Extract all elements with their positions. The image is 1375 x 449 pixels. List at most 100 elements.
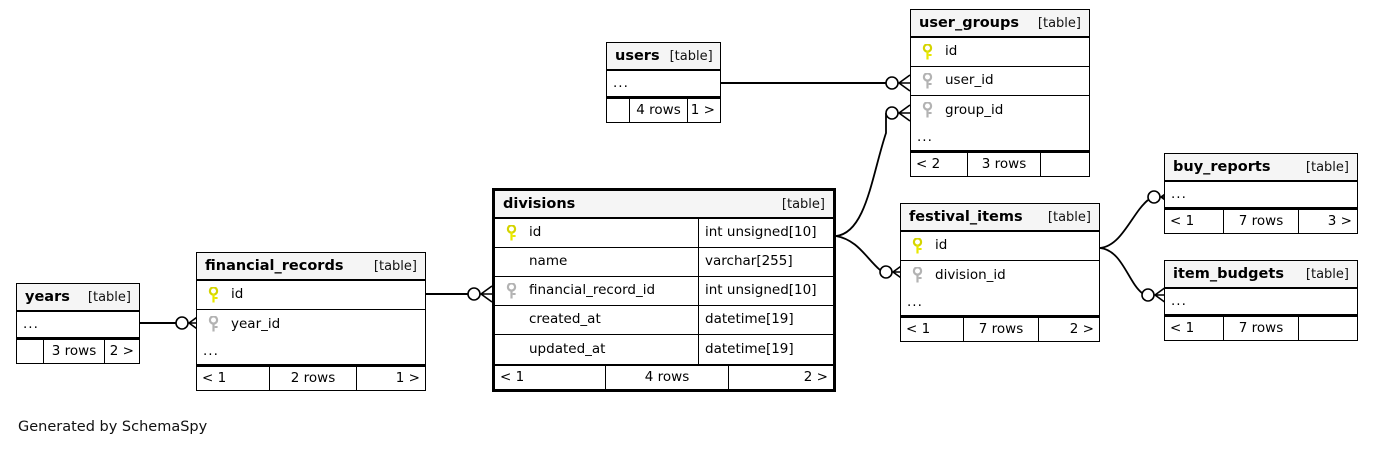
column-row[interactable]: financial_record_id int unsigned[10] (495, 277, 833, 306)
table-festival-items[interactable]: festival_items [table] id division_id (900, 203, 1100, 342)
footer-row-count: 7 rows (1223, 210, 1299, 233)
footer-children-count[interactable]: 1 > (690, 101, 715, 118)
column-name-cell: name (495, 255, 698, 269)
column-name-cell: id (911, 43, 1089, 61)
primary-key-icon (907, 237, 927, 255)
column-type: datetime[19] (698, 335, 833, 364)
edge-divisions-user-groups (835, 104, 911, 237)
footer-parents-count[interactable]: < 1 (1170, 319, 1195, 336)
generator-credit: Generated by SchemaSpy (18, 419, 208, 435)
column-name-cell: created_at (495, 313, 698, 327)
column-name-cell: group_id (911, 102, 1089, 119)
column-label: group_id (945, 102, 1004, 118)
foreign-key-icon (917, 72, 937, 90)
column-label: id (529, 224, 542, 241)
column-name-cell: user_id (911, 72, 1089, 90)
footer-parents-count[interactable]: < 1 (906, 320, 931, 337)
table-buy-reports[interactable]: buy_reports [table] ... < 1 7 rows 3 > (1164, 153, 1358, 234)
footer-parents-count[interactable]: < 1 (202, 369, 227, 386)
column-name-cell: year_id (197, 316, 425, 333)
table-footer: < 2 3 rows (911, 151, 1089, 176)
column-row[interactable]: created_at datetime[19] (495, 306, 833, 335)
primary-key-icon (203, 286, 223, 304)
column-label: user_id (945, 72, 994, 89)
column-type: int unsigned[10] (698, 277, 833, 305)
edge-festival-items-item-budgets (1099, 247, 1167, 304)
more-columns-indicator: ... (1165, 182, 1357, 208)
table-title: divisions (503, 195, 576, 212)
footer-parents-count[interactable] (607, 99, 629, 122)
column-name-cell: division_id (901, 267, 1099, 284)
footer-parents-count[interactable]: < 1 (1170, 212, 1195, 229)
table-header: user_groups [table] (911, 10, 1089, 38)
footer-children-count[interactable] (1299, 317, 1357, 340)
column-row[interactable]: division_id (901, 261, 1099, 290)
column-name-cell: id (495, 224, 698, 242)
footer-parents-count[interactable]: < 1 (500, 368, 525, 385)
foreign-key-icon (203, 316, 223, 333)
more-columns-indicator: ... (197, 339, 425, 365)
column-label: id (935, 237, 948, 254)
column-label: id (231, 286, 244, 303)
column-list: id int unsigned[10] name varchar[255] fi… (495, 219, 833, 364)
footer-parents-count[interactable] (17, 340, 43, 363)
column-row[interactable]: year_id (197, 310, 425, 339)
column-row[interactable]: group_id (911, 96, 1089, 125)
column-name-cell: financial_record_id (495, 282, 698, 300)
column-row[interactable]: id (911, 38, 1089, 67)
table-title: festival_items (909, 208, 1023, 225)
footer-parents-count[interactable]: < 2 (916, 155, 941, 172)
table-item-budgets[interactable]: item_budgets [table] ... < 1 7 rows (1164, 260, 1358, 341)
column-row[interactable]: id int unsigned[10] (495, 219, 833, 248)
column-row[interactable]: user_id (911, 67, 1089, 96)
column-type: int unsigned[10] (698, 219, 833, 247)
table-footer: < 1 4 rows 2 > (495, 364, 833, 389)
table-years[interactable]: years [table] ... 3 rows 2 > (16, 283, 140, 364)
column-row[interactable]: id (197, 281, 425, 310)
edge-years-financial-records (139, 314, 201, 332)
column-label: name (529, 255, 568, 269)
table-header: buy_reports [table] (1165, 154, 1357, 182)
footer-children-count[interactable]: 2 > (109, 342, 134, 359)
table-header: festival_items [table] (901, 204, 1099, 232)
table-header: item_budgets [table] (1165, 261, 1357, 289)
footer-children-count[interactable] (1041, 153, 1089, 176)
table-title: buy_reports (1173, 158, 1271, 175)
column-type: datetime[19] (698, 306, 833, 334)
table-footer: 4 rows 1 > (607, 97, 720, 122)
column-label: id (945, 43, 958, 60)
footer-row-count: 7 rows (1223, 317, 1299, 340)
primary-key-icon (917, 43, 937, 61)
foreign-key-icon (917, 102, 937, 119)
column-name-cell: updated_at (495, 343, 698, 357)
footer-row-count: 3 rows (967, 153, 1041, 176)
footer-row-count: 4 rows (605, 366, 729, 389)
column-name-cell: id (197, 286, 425, 304)
table-title: item_budgets (1173, 265, 1284, 282)
column-row[interactable]: name varchar[255] (495, 248, 833, 277)
table-financial-records[interactable]: financial_records [table] id year_id (196, 252, 426, 391)
footer-children-count[interactable]: 2 > (803, 368, 828, 385)
column-row[interactable]: updated_at datetime[19] (495, 335, 833, 364)
footer-row-count: 7 rows (963, 318, 1039, 341)
table-type-tag: [table] (1305, 159, 1349, 175)
table-users[interactable]: users [table] ... 4 rows 1 > (606, 42, 721, 123)
more-columns-indicator: ... (17, 312, 139, 338)
table-type-tag: [table] (1305, 266, 1349, 282)
table-header: financial_records [table] (197, 253, 425, 281)
more-columns-indicator: ... (911, 125, 1089, 151)
table-footer: < 1 7 rows 2 > (901, 316, 1099, 341)
footer-row-count: 4 rows (629, 99, 688, 122)
table-title: financial_records (205, 257, 344, 274)
column-row[interactable]: id (901, 232, 1099, 261)
more-columns-indicator: ... (1165, 289, 1357, 315)
column-type: varchar[255] (698, 248, 833, 276)
footer-children-count[interactable]: 2 > (1069, 320, 1094, 337)
table-divisions[interactable]: divisions [table] id int unsigned[10] na… (492, 188, 836, 392)
footer-row-count: 2 rows (269, 367, 357, 390)
table-user-groups[interactable]: user_groups [table] id user_id (910, 9, 1090, 177)
table-footer: < 1 7 rows 3 > (1165, 208, 1357, 233)
column-label: created_at (529, 313, 601, 327)
footer-children-count[interactable]: 1 > (395, 369, 420, 386)
footer-children-count[interactable]: 3 > (1327, 212, 1352, 229)
